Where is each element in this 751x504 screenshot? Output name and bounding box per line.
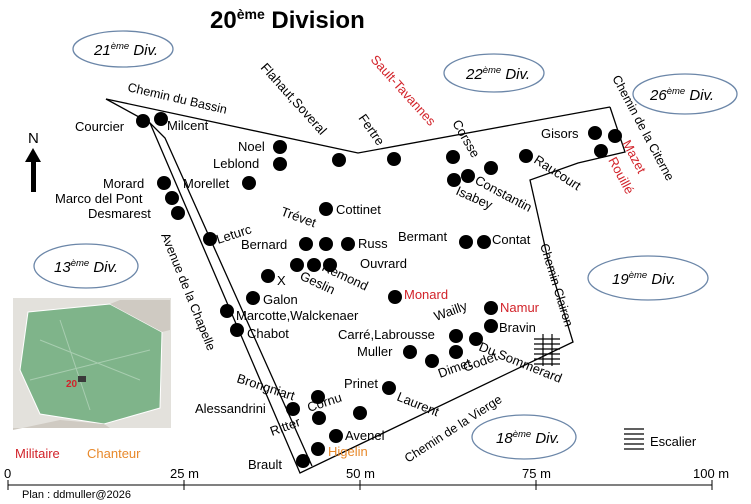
north-arrow-icon: N bbox=[25, 130, 41, 192]
division-19-ellipse: 19ème Div. bbox=[587, 255, 709, 301]
grave-label-monard: Monard bbox=[404, 287, 448, 302]
grave-label-leblond: Leblond bbox=[213, 156, 259, 171]
scale-tick-100: 100 m bbox=[693, 466, 729, 481]
svg-text:N: N bbox=[28, 130, 39, 147]
grave-label-brongniart: Brongniart bbox=[235, 371, 297, 404]
svg-text:26ème Div.: 26ème Div. bbox=[649, 86, 714, 104]
grave-label-cornu: Cornu bbox=[305, 390, 343, 415]
division-22-ellipse: 22ème Div. bbox=[443, 53, 545, 93]
grave-label-galon: Galon bbox=[263, 292, 298, 307]
grave-label-namur: Namur bbox=[500, 300, 540, 315]
grave-label-contat: Contat bbox=[492, 232, 531, 247]
legend-stairs-icon bbox=[624, 428, 644, 450]
grave-label-prinet: Prinet bbox=[344, 376, 378, 391]
grave-label-noel: Noel bbox=[238, 139, 265, 154]
grave-label-gisors: Gisors bbox=[541, 126, 579, 141]
grave-label-flahaut-soveral: Flahaut,Soveral bbox=[258, 60, 330, 138]
stairs-icon bbox=[534, 334, 560, 366]
svg-text:18ème Div.: 18ème Div. bbox=[496, 429, 560, 447]
street-chemin-du-bassin: Chemin du Bassin bbox=[126, 80, 228, 116]
grave-label-desmarest: Desmarest bbox=[88, 206, 151, 221]
grave-label-raucourt: Raucourt bbox=[531, 152, 584, 194]
grave-label-fertre: Fertre bbox=[356, 111, 388, 148]
legend-military: Militaire bbox=[15, 446, 60, 461]
division-18-ellipse: 18ème Div. bbox=[471, 414, 577, 460]
scale-tick-50: 50 m bbox=[346, 466, 375, 481]
legend-singer: Chanteur bbox=[87, 446, 141, 461]
grave-label-milcent: Milcent bbox=[167, 118, 209, 133]
scale-tick-75: 75 m bbox=[522, 466, 551, 481]
grave-label-bermant: Bermant bbox=[398, 229, 448, 244]
division-26-ellipse: 26ème Div. bbox=[632, 73, 738, 115]
division-13-ellipse: 13ème Div. bbox=[33, 243, 139, 289]
grave-label-morard: Morard bbox=[103, 176, 144, 191]
scale-bar: 0 25 m 50 m 75 m 100 m bbox=[4, 466, 729, 490]
grave-label-alessandrini: Alessandrini bbox=[195, 401, 266, 416]
map-title: 20ème Division bbox=[210, 6, 365, 34]
grave-label-ouvrard: Ouvrard bbox=[360, 256, 407, 271]
scale-tick-0: 0 bbox=[4, 466, 11, 481]
grave-label-marco-del-pont: Marco del Pont bbox=[55, 191, 143, 206]
credit: Plan : ddmuller@2026 bbox=[22, 489, 131, 501]
division-outline bbox=[105, 98, 626, 474]
grave-label-marcotte-walckenaer: Marcotte,Walckenaer bbox=[236, 308, 359, 323]
grave-label-bravin: Bravin bbox=[499, 320, 536, 335]
grave-label-laurent: Laurent bbox=[395, 389, 442, 420]
inset-location-map: 20 bbox=[13, 298, 171, 430]
scale-tick-25: 25 m bbox=[170, 466, 199, 481]
division-21-ellipse: 21ème Div. bbox=[72, 30, 174, 68]
grave-label-russ: Russ bbox=[358, 236, 388, 251]
street-chemin-clairon: Chemin Clairon bbox=[537, 242, 576, 329]
grave-label-muller: Muller bbox=[357, 344, 393, 359]
grave-label-chabot: Chabot bbox=[247, 326, 289, 341]
grave-label-morellet: Morellet bbox=[183, 176, 230, 191]
grave-label-carre-labrousse: Carré,Labrousse bbox=[338, 327, 435, 342]
grave-label-higelin: Higelin bbox=[328, 444, 368, 459]
svg-text:19ème Div.: 19ème Div. bbox=[612, 270, 676, 288]
svg-text:22ème Div.: 22ème Div. bbox=[465, 65, 530, 83]
grave-label-brault: Brault bbox=[248, 457, 282, 472]
grave-label-courcier: Courcier bbox=[75, 119, 125, 134]
inset-division-label: 20 bbox=[66, 379, 78, 390]
grave-label-trevet: Trévet bbox=[279, 204, 319, 231]
legend-stairs: Escalier bbox=[650, 434, 697, 449]
grave-label-bernard: Bernard bbox=[241, 237, 287, 252]
grave-label-avenel: Avenel bbox=[345, 428, 385, 443]
grave-label-cottinet: Cottinet bbox=[336, 202, 381, 217]
svg-text:21ème Div.: 21ème Div. bbox=[93, 41, 158, 59]
svg-text:13ème Div.: 13ème Div. bbox=[54, 258, 118, 276]
grave-label-sault-tavannes: Sault-Tavannes bbox=[368, 52, 439, 129]
grave-label-x: X bbox=[277, 273, 286, 288]
